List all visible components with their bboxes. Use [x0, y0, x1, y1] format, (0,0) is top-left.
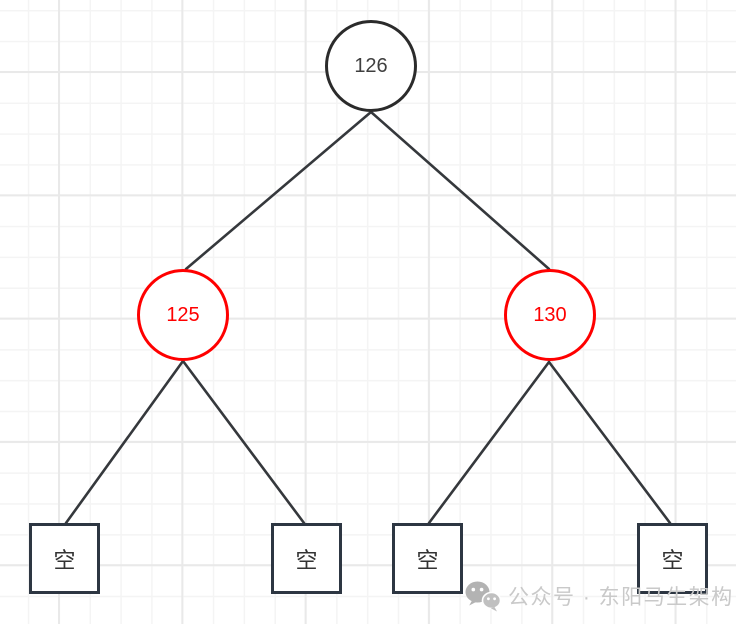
tree-node-root: 126 [325, 20, 417, 112]
tree-node-left-child-label: 125 [166, 303, 200, 326]
tree-node-leaf-1-label: 空 [53, 547, 76, 573]
tree-node-leaf-2-label: 空 [295, 547, 318, 573]
watermark-text: 公众号 · 东阳马生架构 [508, 586, 734, 609]
tree-node-leaf-4: 空 [637, 523, 708, 594]
tree-node-right-child-label: 130 [533, 303, 567, 326]
edge-root-right [369, 110, 551, 271]
edge-left-leaf2 [181, 359, 306, 525]
tree-node-leaf-3: 空 [392, 523, 463, 594]
watermark: 公众号 · 东阳马生架构 [464, 579, 734, 613]
edge-root-left [184, 110, 373, 271]
edge-right-leaf4 [547, 360, 672, 525]
tree-node-right-child: 130 [504, 269, 596, 361]
edge-right-leaf3 [427, 360, 551, 525]
tree-node-leaf-2: 空 [271, 523, 342, 594]
tree-node-leaf-1: 空 [29, 523, 100, 594]
tree-node-root-label: 126 [354, 54, 388, 77]
tree-node-leaf-4-label: 空 [661, 547, 684, 573]
tree-node-left-child: 125 [137, 269, 229, 361]
edge-left-leaf1 [64, 359, 185, 525]
wechat-icon [465, 581, 501, 612]
tree-node-leaf-3-label: 空 [416, 547, 439, 573]
